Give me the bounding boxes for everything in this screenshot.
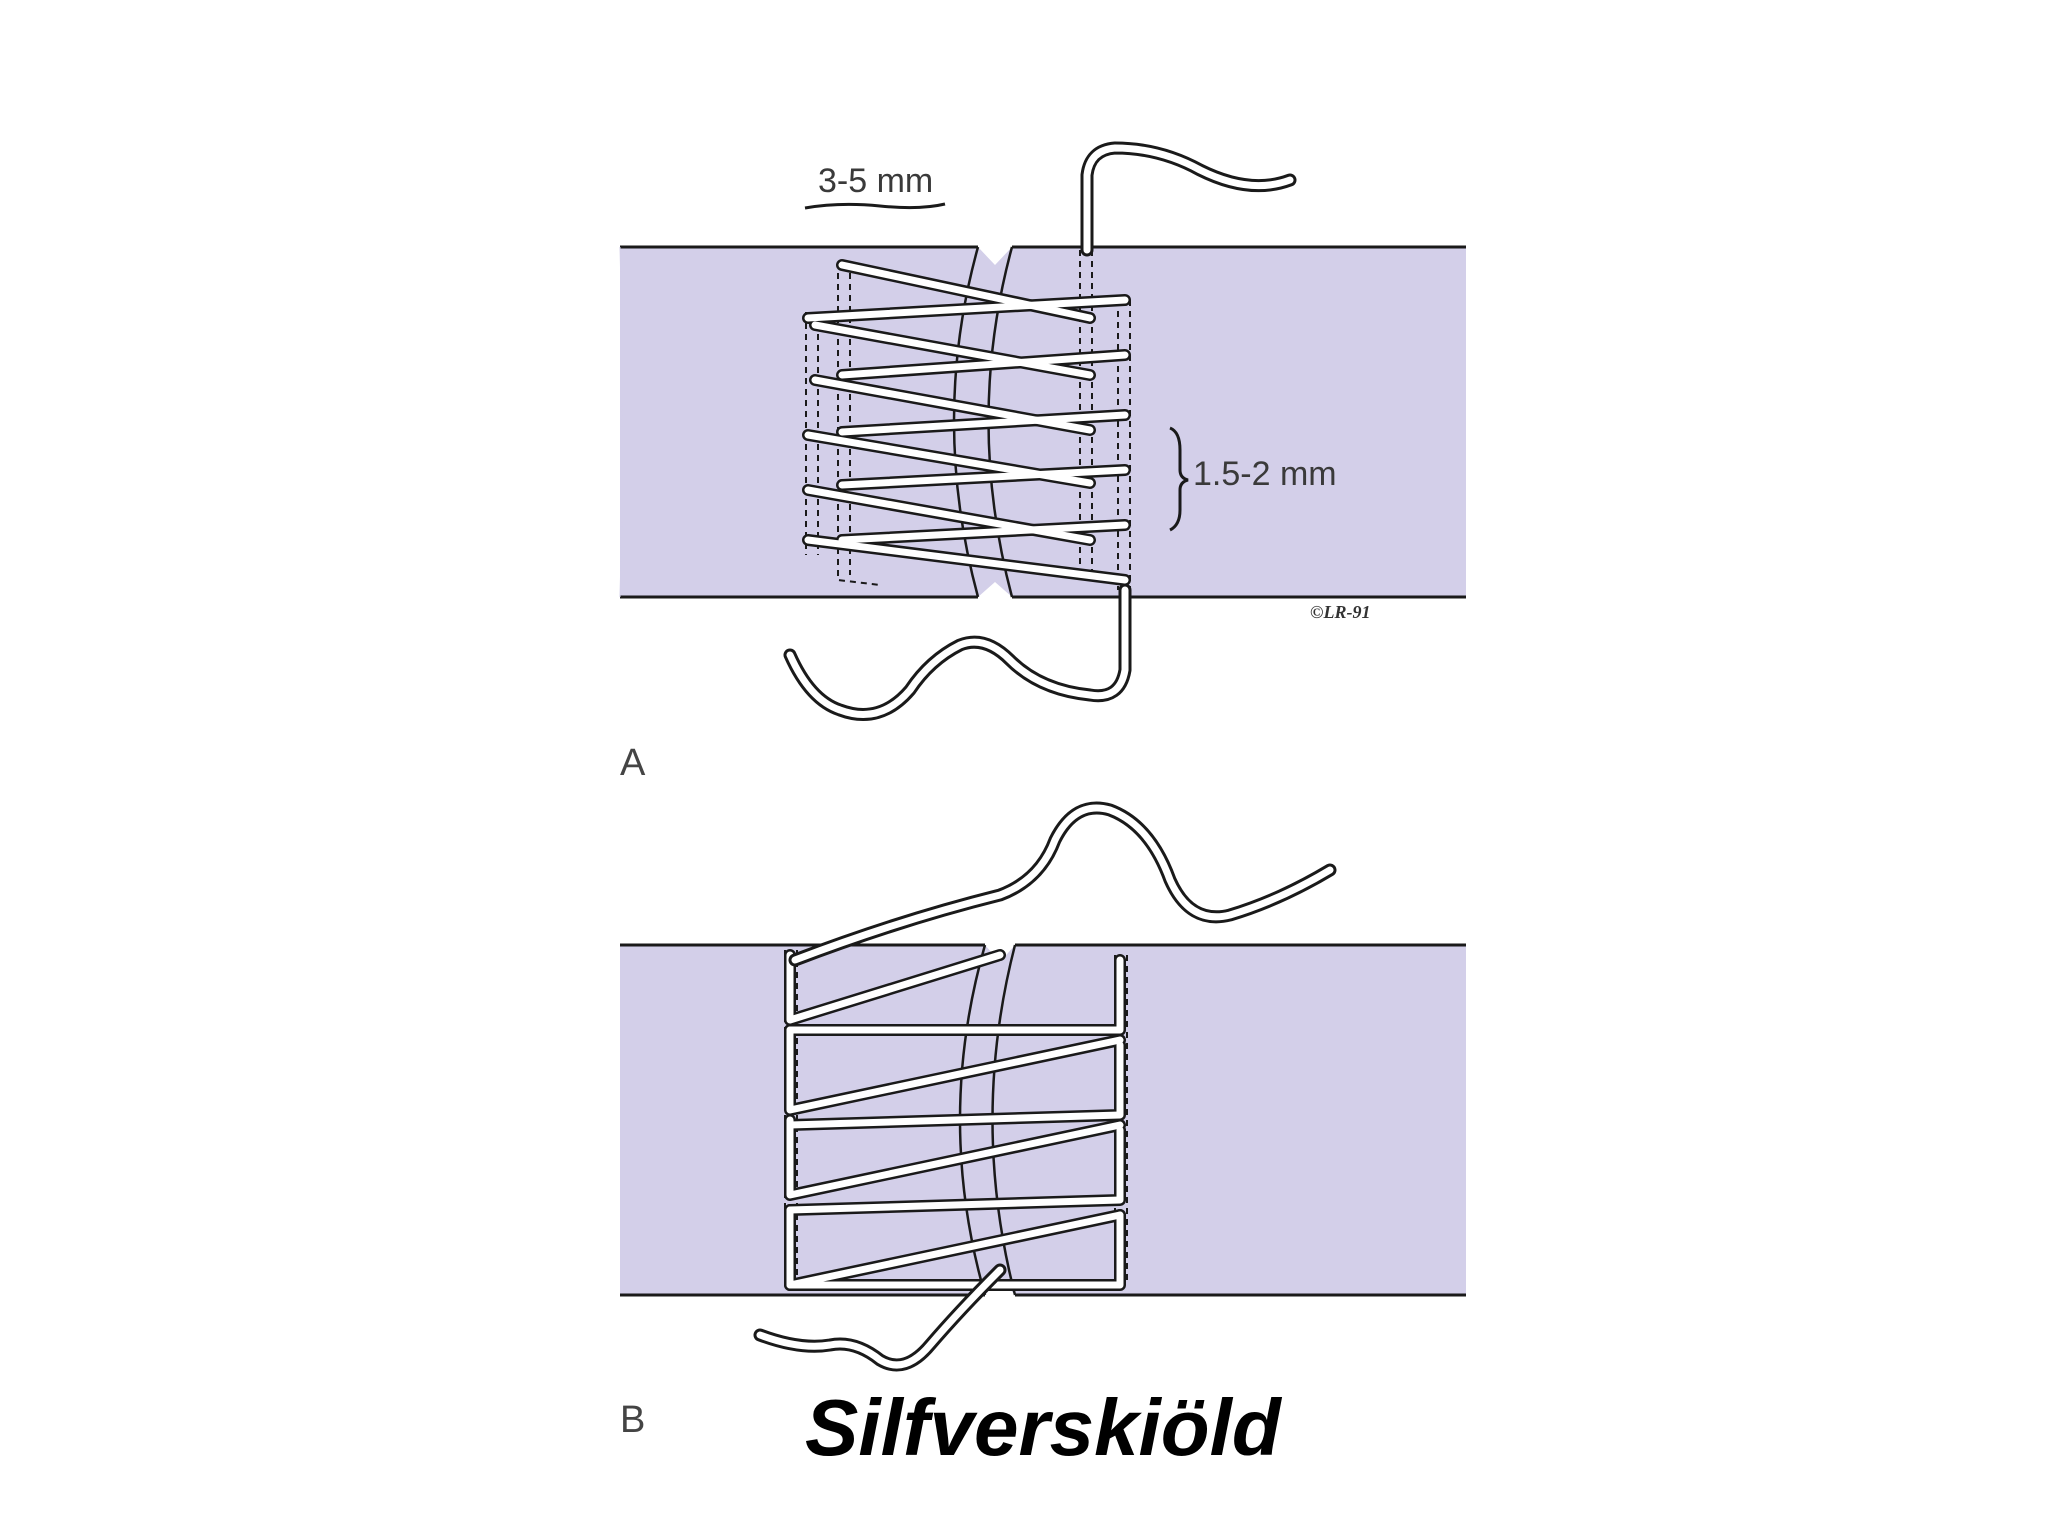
panel-a: 3-5 mm 1.5-2 mm ©LR-91 A: [619, 141, 1466, 784]
panel-a-label: A: [620, 742, 646, 784]
measure-spacing-brace: [1169, 426, 1189, 532]
tendon-a-left-end: [619, 246, 623, 598]
suture-tails-b: [753, 801, 1337, 1372]
caption-title: Silfverskiöld: [805, 1383, 1283, 1472]
measure-width-label: 3-5 mm: [818, 162, 933, 200]
suture-tails-a: [783, 141, 1297, 721]
loops-b: [784, 949, 1126, 1291]
measure-spacing-label: 1.5-2 mm: [1193, 455, 1337, 493]
artist-signature: ©LR-91: [1310, 602, 1370, 622]
cross-stitches-a: [802, 259, 1131, 586]
measure-width-brace: [804, 202, 946, 210]
panel-b: B: [620, 801, 1466, 1441]
panel-b-label: B: [620, 1399, 645, 1441]
